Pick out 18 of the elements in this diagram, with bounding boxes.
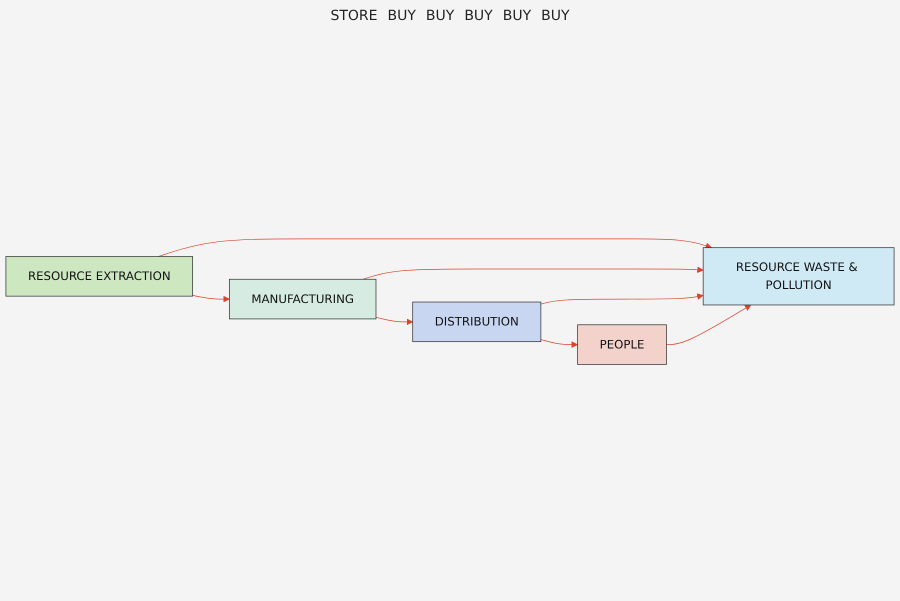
node-box: DISTRIBUTION	[412, 302, 542, 342]
note-text: BUY	[426, 8, 454, 24]
arrow	[158, 238, 712, 258]
arrow	[192, 295, 230, 303]
note-text: BUY	[464, 8, 493, 24]
arrow	[362, 266, 704, 280]
note-text: BUY	[541, 8, 570, 24]
arrow	[666, 305, 752, 346]
arrow	[376, 317, 413, 326]
node-box: PEOPLE	[577, 324, 667, 366]
node-box: RESOURCE WASTE & POLLUTION	[702, 248, 894, 306]
note-text: BUY	[388, 8, 416, 24]
note-text: BUY	[502, 8, 532, 24]
node-box: MANUFACTURING	[228, 279, 376, 320]
arrow	[540, 294, 704, 305]
node-box: RESOURCE EXTRACTION	[6, 256, 194, 297]
note-text: STORE	[330, 8, 378, 24]
arrow	[540, 340, 578, 348]
